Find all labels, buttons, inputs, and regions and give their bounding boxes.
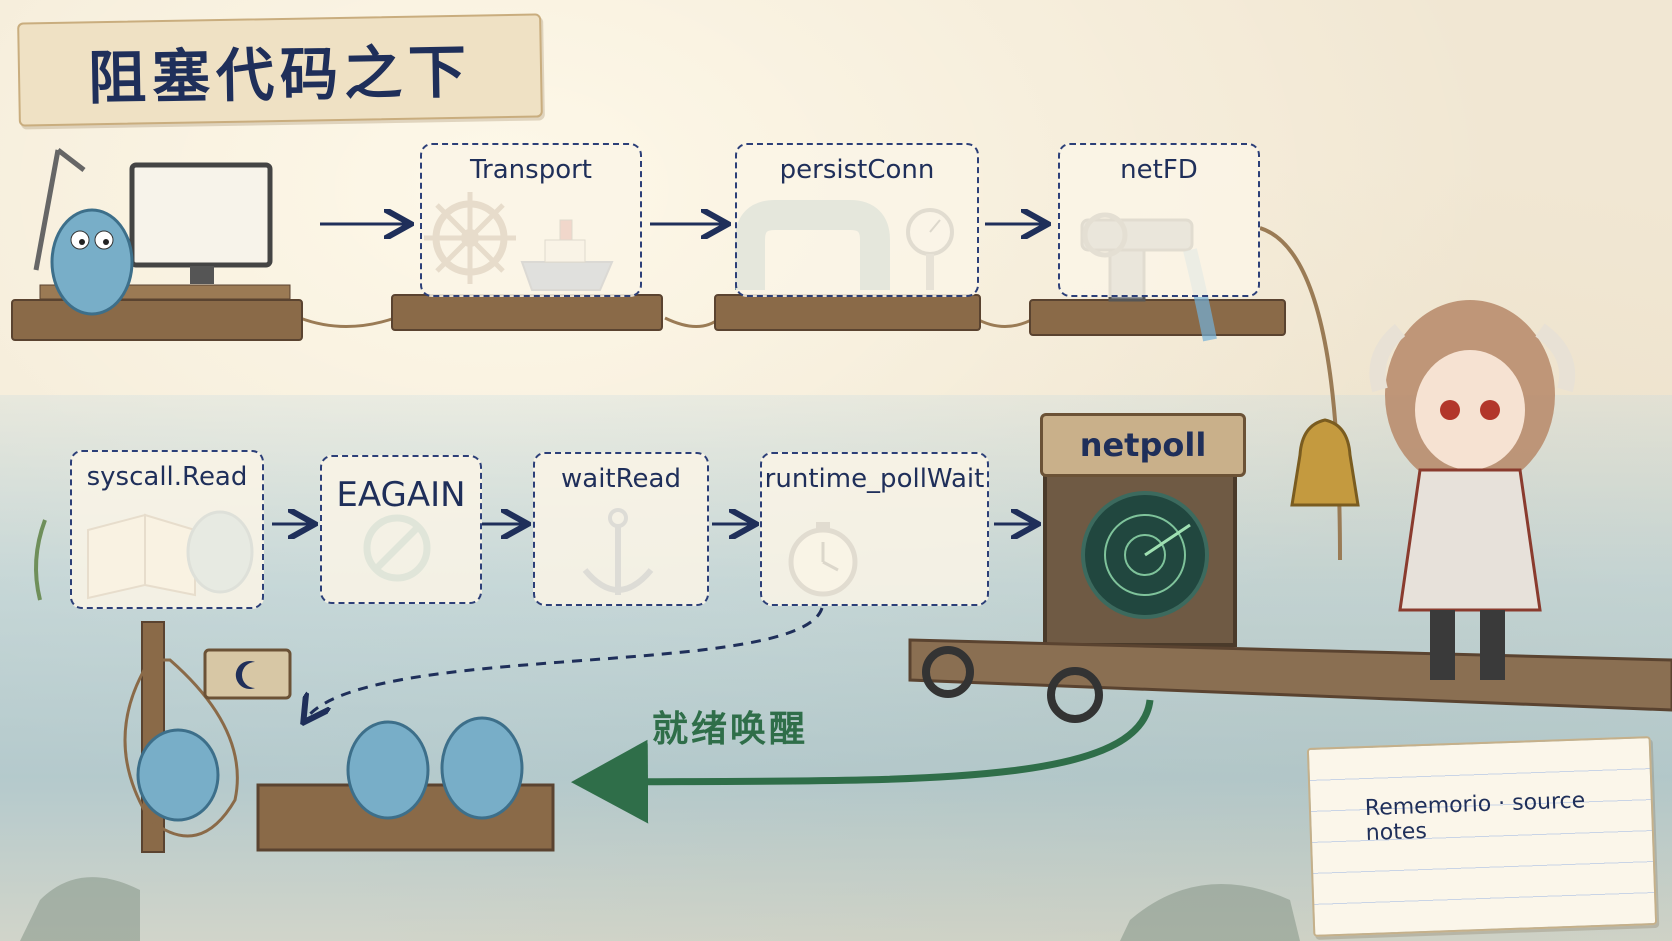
page-title: 阻塞代码之下 — [87, 37, 473, 113]
wake-up-label: 就绪唤醒 — [652, 708, 809, 750]
source-note: Rememorio · source notes — [1306, 736, 1658, 937]
node-runtime-pollwait: runtime_pollWait — [760, 452, 989, 606]
node-persistconn-label: persistConn — [779, 155, 935, 185]
node-persistconn: persistConn — [735, 143, 979, 297]
node-netfd-label: netFD — [1120, 155, 1198, 185]
node-eagain: EAGAIN — [320, 455, 482, 604]
node-netfd: netFD — [1058, 143, 1260, 297]
title-banner: 阻塞代码之下 — [17, 13, 543, 127]
node-transport: Transport — [420, 143, 642, 297]
node-runtime-pollwait-label: runtime_pollWait — [764, 464, 985, 494]
source-note-text: Rememorio · source notes — [1364, 788, 1586, 847]
node-syscall-read-label: syscall.Read — [86, 462, 248, 492]
node-waitread: waitRead — [533, 452, 709, 606]
node-syscall-read: syscall.Read — [70, 450, 264, 609]
node-eagain-label: EAGAIN — [336, 475, 466, 515]
node-transport-label: Transport — [469, 155, 592, 185]
netpoll-label: netpoll — [1079, 426, 1207, 464]
netpoll-sign: netpoll — [1040, 413, 1246, 477]
node-waitread-label: waitRead — [561, 464, 681, 494]
